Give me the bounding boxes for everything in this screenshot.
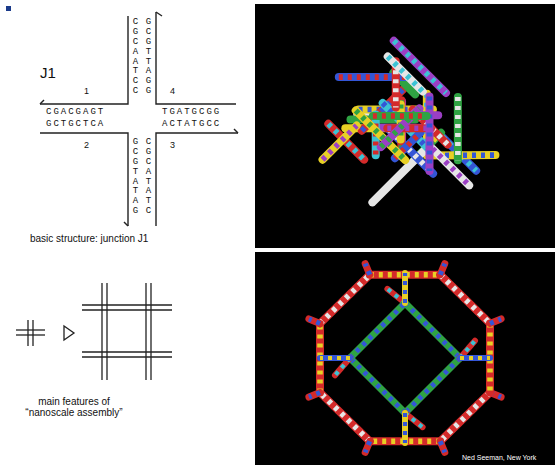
sequence: GCTGCTCA — [46, 119, 105, 129]
helix — [350, 303, 405, 358]
credit: Ned Seeman, New York — [462, 454, 536, 461]
photo-panel — [255, 4, 555, 248]
helix — [454, 97, 462, 160]
sequence: GCGTATAG — [131, 138, 140, 217]
sequence: CGACGAGT — [46, 107, 105, 117]
helix — [460, 355, 490, 361]
dna-octahedron-model — [309, 264, 501, 453]
helix — [440, 264, 445, 275]
helix-twist — [405, 358, 460, 413]
helix — [402, 413, 408, 443]
helix — [320, 275, 370, 324]
strand-number: 4 — [170, 86, 175, 96]
helix — [320, 393, 370, 442]
helix-twist — [309, 393, 320, 398]
helix — [320, 355, 350, 361]
sequence: CGCAATCC — [131, 18, 140, 97]
helix-twist — [403, 413, 407, 443]
helix — [405, 303, 460, 358]
helix-twist — [350, 303, 405, 358]
helix-twist — [427, 97, 433, 172]
helix — [328, 124, 364, 160]
helix — [365, 441, 370, 452]
helix — [405, 358, 460, 413]
helix-twist — [432, 149, 469, 186]
sequence: TGATGCGG — [162, 107, 221, 117]
helix-twist — [320, 275, 370, 324]
helix-twist — [365, 441, 370, 452]
helix-twist — [440, 441, 445, 452]
sequence: CGCATATC — [144, 138, 153, 217]
helix — [440, 441, 445, 452]
dna-cube-model — [323, 41, 496, 203]
strand-number: 3 — [170, 140, 175, 150]
helix-twist — [460, 356, 490, 360]
strand-number: 2 — [84, 140, 89, 150]
helix-twist — [365, 264, 370, 275]
strand-lines — [40, 12, 238, 226]
lattice-figure — [16, 283, 172, 380]
helix-twist — [388, 56, 423, 91]
helix — [309, 319, 320, 324]
helix — [425, 97, 433, 172]
bullet — [6, 6, 11, 11]
helix — [365, 264, 370, 275]
helix-twist — [373, 113, 427, 119]
caption: main features of “nanoscale assembly” — [14, 396, 134, 418]
helix — [432, 149, 469, 186]
helix — [388, 56, 423, 91]
helix — [350, 358, 405, 413]
helix-twist — [490, 319, 501, 324]
helix — [440, 393, 490, 442]
helix — [373, 112, 427, 120]
helix-twist — [320, 393, 370, 442]
helix — [490, 319, 501, 324]
helix-twist — [320, 356, 350, 360]
helix-twist — [405, 303, 460, 358]
helix-twist — [403, 273, 407, 303]
helix-twist — [455, 97, 461, 160]
sequence: ACTATGCC — [162, 119, 221, 129]
helix-twist — [440, 264, 445, 275]
helix — [309, 393, 320, 398]
photo-panel — [255, 252, 555, 465]
caption: basic structure: junction J1 — [30, 233, 148, 244]
strand-number: 1 — [84, 86, 89, 96]
helix-twist — [309, 319, 320, 324]
junction-name: J1 — [40, 64, 56, 81]
helix-twist — [323, 126, 357, 160]
sequence: GCGTTAGG — [144, 18, 153, 97]
helix-twist — [328, 124, 364, 160]
helix — [323, 126, 357, 160]
helix-twist — [440, 275, 490, 324]
helix-twist — [440, 393, 490, 442]
helix — [440, 275, 490, 324]
helix — [402, 273, 408, 303]
helix-twist — [350, 358, 405, 413]
